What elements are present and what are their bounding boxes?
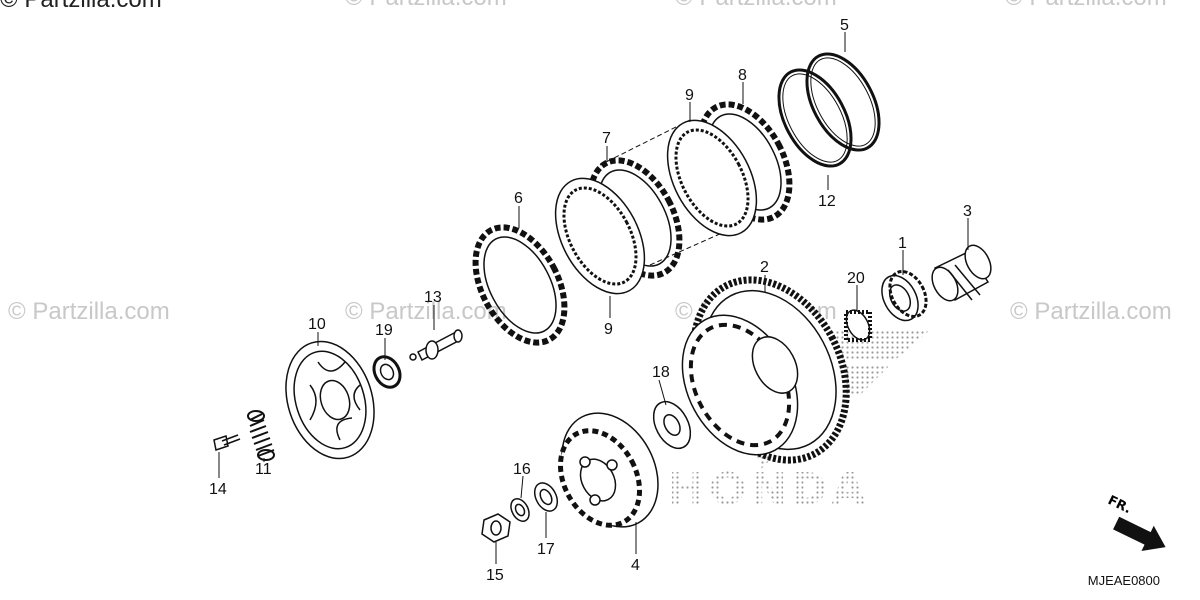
part-10-pressure-plate <box>285 340 375 460</box>
callout-4: 4 <box>631 557 640 574</box>
front-direction-arrow-icon: FR. <box>1105 493 1166 551</box>
part-6-friction-disk <box>472 224 568 346</box>
part-19-bearing <box>372 355 402 389</box>
part-4-clutch-center <box>557 412 659 528</box>
callout-12: 12 <box>818 193 836 210</box>
diagram-code: MJEAE0800 <box>1087 573 1160 588</box>
part-3-sleeve <box>931 244 992 302</box>
part-12-ring <box>777 68 853 168</box>
callout-16: 16 <box>513 461 531 478</box>
part-1-collar <box>881 270 928 322</box>
part-9-clutch-plate-lower <box>554 177 646 295</box>
callout-10: 10 <box>308 316 326 333</box>
watermark: © Partzilla.com <box>8 298 170 325</box>
part-20-needle-bearing <box>844 309 872 342</box>
callout-18: 18 <box>652 364 670 381</box>
callout-3: 3 <box>963 203 972 220</box>
callout-19: 19 <box>375 322 393 339</box>
callout-labels: 5 8 9 7 6 9 12 3 1 2 20 13 10 19 18 11 1… <box>209 17 972 584</box>
callout-20: 20 <box>847 270 865 287</box>
callout-9-lower: 9 <box>604 321 613 338</box>
callout-6: 6 <box>514 190 523 207</box>
callout-15: 15 <box>486 567 504 584</box>
callout-17: 17 <box>537 541 555 558</box>
part-16-washer <box>510 498 530 522</box>
callout-9-upper: 9 <box>685 87 694 104</box>
leader-lines <box>218 32 969 564</box>
part-15-lock-nut <box>481 513 511 543</box>
callout-2: 2 <box>760 259 769 276</box>
watermark: © Partzilla.com <box>1010 298 1172 325</box>
watermark: © Partzilla.com <box>345 298 507 325</box>
part-13-lifter-rod <box>409 329 463 362</box>
part-9-clutch-plate-upper <box>666 119 758 237</box>
callout-7: 7 <box>602 130 611 147</box>
part-5-ring <box>805 52 881 152</box>
watermark-top-left: © Partzilla.com <box>0 0 162 14</box>
honda-text: HONDA <box>668 464 870 515</box>
watermark: © Partzilla.com <box>345 0 507 12</box>
callout-1: 1 <box>898 235 907 252</box>
callout-11: 11 <box>255 461 272 478</box>
watermark: © Partzilla.com <box>1005 0 1167 12</box>
callout-13: 13 <box>424 289 442 306</box>
part-18-thrust-washer <box>652 400 692 450</box>
part-2-clutch-outer <box>681 276 850 464</box>
callout-8: 8 <box>738 67 747 84</box>
part-17-washer <box>533 482 559 512</box>
watermark: © Partzilla.com <box>675 0 837 12</box>
callout-14: 14 <box>209 481 227 498</box>
callout-5: 5 <box>840 17 849 34</box>
part-14-bolt <box>213 434 241 451</box>
part-11-clutch-spring <box>247 410 275 461</box>
front-direction-label: FR. <box>1105 493 1133 517</box>
